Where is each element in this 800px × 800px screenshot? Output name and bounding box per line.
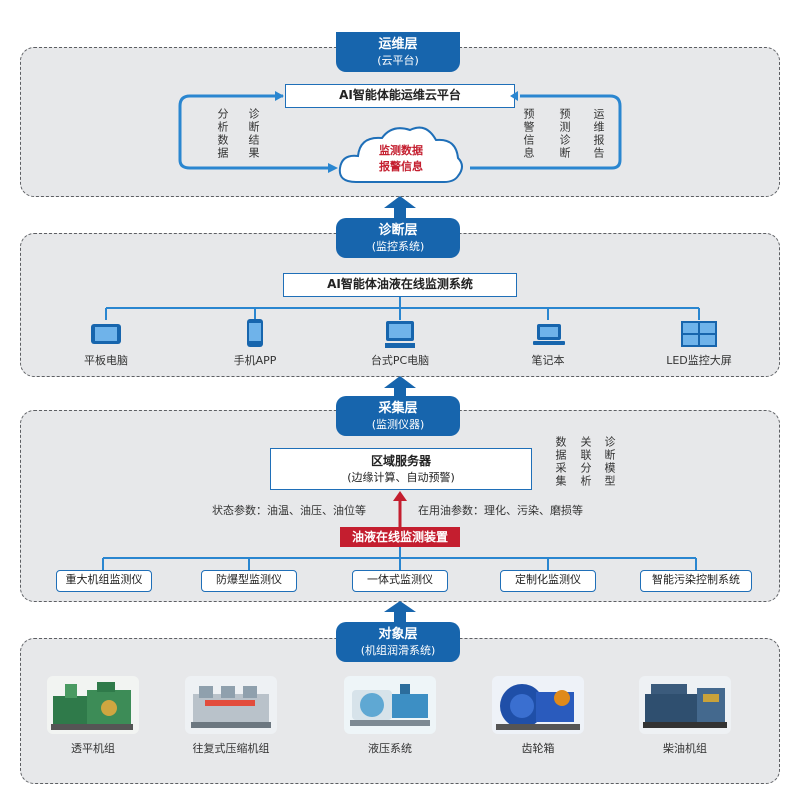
collect-side-col1: 数据采集 bbox=[554, 436, 567, 488]
instrument-explosion-proof: 防爆型监测仪 bbox=[201, 570, 297, 592]
server-title: 区域服务器 bbox=[370, 454, 431, 468]
collect-layer-title: 采集层 bbox=[378, 401, 418, 416]
ops-left-col1: 分析数据 bbox=[216, 108, 229, 160]
red-up-arrow bbox=[393, 491, 407, 527]
collect-side-col3: 诊断模型 bbox=[603, 436, 616, 488]
status-params: 状态参数：油温、油压、油位等 bbox=[212, 504, 366, 517]
gearbox-image bbox=[492, 676, 584, 734]
cloud-platform-box: AI智能体能运维云平台 bbox=[285, 84, 515, 108]
oil-monitor-device: 油液在线监测装置 bbox=[340, 527, 460, 547]
ops-left-col2: 诊断结果 bbox=[247, 108, 260, 160]
server-subtitle: (边缘计算、自动预警) bbox=[347, 471, 455, 484]
led-screen-icon bbox=[681, 321, 717, 347]
regional-server-box: 区域服务器 (边缘计算、自动预警) bbox=[270, 448, 532, 490]
phone-icon bbox=[247, 319, 263, 347]
ops-layer-tab: 运维层 (云平台) bbox=[336, 32, 460, 72]
object-diesel-unit: 柴油机组 bbox=[663, 742, 707, 755]
diag-layer-tab: 诊断层 (监控系统) bbox=[336, 218, 460, 258]
device-phone-app: 手机APP bbox=[233, 354, 277, 367]
ops-right-col2: 预测诊断 bbox=[558, 108, 571, 160]
monitor-system-box: AI智能体油液在线监测系统 bbox=[283, 273, 517, 297]
collect-layer-tab: 采集层 (监测仪器) bbox=[336, 396, 460, 436]
device-led-screen: LED监控大屏 bbox=[666, 354, 732, 367]
laptop-icon bbox=[533, 324, 565, 345]
diag-layer-title: 诊断层 bbox=[378, 223, 418, 238]
up-arrow-3 bbox=[384, 601, 416, 623]
instrument-major-unit: 重大机组监测仪 bbox=[56, 570, 152, 592]
object-hydraulic-system: 液压系统 bbox=[368, 742, 412, 755]
object-layer-subtitle: (机组润滑系统) bbox=[360, 644, 436, 657]
device-tablet: 平板电脑 bbox=[84, 354, 128, 367]
cloud-line1: 监测数据 bbox=[379, 144, 423, 157]
ops-right-col3: 运维报告 bbox=[592, 108, 605, 160]
object-reciprocating-compressor: 往复式压缩机组 bbox=[192, 742, 270, 755]
collect-side-col2: 关联分析 bbox=[579, 436, 592, 488]
instrument-customized: 定制化监测仪 bbox=[500, 570, 596, 592]
ops-layer-title: 运维层 bbox=[378, 37, 418, 52]
oil-params: 在用油参数：理化、污染、磨损等 bbox=[418, 504, 583, 517]
desktop-pc-icon bbox=[385, 321, 415, 348]
turbine-unit-image bbox=[47, 676, 139, 734]
device-laptop: 笔记本 bbox=[531, 354, 565, 367]
cloud-line2: 报警信息 bbox=[379, 160, 423, 173]
collect-layer-subtitle: (监测仪器) bbox=[371, 418, 425, 431]
hydraulic-system-image bbox=[344, 676, 436, 734]
tablet-icon bbox=[91, 324, 121, 344]
device-desktop-pc: 台式PC电脑 bbox=[370, 354, 430, 367]
diesel-unit-image bbox=[639, 676, 731, 734]
object-turbine: 透平机组 bbox=[71, 742, 115, 755]
diag-layer-subtitle: (监控系统) bbox=[371, 240, 425, 253]
object-layer-title: 对象层 bbox=[378, 627, 418, 642]
up-arrow-1 bbox=[384, 196, 416, 220]
instrument-pollution-control: 智能污染控制系统 bbox=[640, 570, 752, 592]
instrument-integrated: 一体式监测仪 bbox=[352, 570, 448, 592]
cloud-icon bbox=[338, 126, 463, 183]
up-arrow-2 bbox=[384, 376, 416, 400]
ops-right-col1: 预警信息 bbox=[522, 108, 535, 160]
object-layer-tab: 对象层 (机组润滑系统) bbox=[336, 622, 460, 662]
reciprocating-compressor-image bbox=[185, 676, 277, 734]
ops-layer-subtitle: (云平台) bbox=[377, 54, 419, 67]
object-gearbox: 齿轮箱 bbox=[521, 742, 555, 755]
